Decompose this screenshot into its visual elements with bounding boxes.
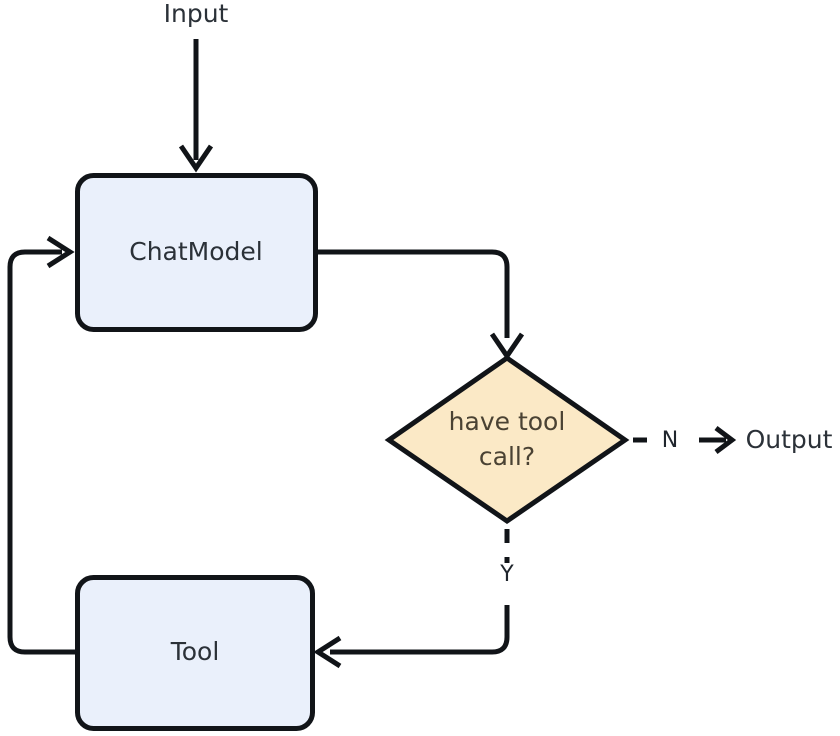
edge-tool-to-chatmodel-line [7, 249, 76, 655]
node-chat-model-shape[interactable] [75, 173, 318, 332]
node-decision-have-tool-call[interactable]: have tool call? [384, 354, 630, 525]
node-chat-model[interactable]: ChatModel [75, 173, 318, 332]
edge-tool-to-chatmodel [7, 235, 76, 655]
node-decision-label-line2: call? [479, 442, 535, 471]
edge-chatmodel-to-decision-line [318, 249, 510, 338]
edge-to-output [699, 426, 737, 454]
edge-decision-yes-line [330, 605, 510, 655]
edge-chatmodel-to-decision [318, 249, 525, 361]
edge-decision-yes: Y [313, 529, 514, 669]
node-tool[interactable]: Tool [75, 575, 315, 731]
node-output-label: Output [746, 425, 833, 454]
node-tool-shape[interactable] [75, 575, 315, 731]
node-chat-model-label: ChatModel [129, 237, 262, 266]
edge-to-output-arrowhead [714, 426, 737, 454]
node-decision-label-line1: have tool [449, 407, 566, 436]
node-input-label: Input [164, 0, 229, 28]
node-tool-label: Tool [170, 637, 220, 666]
edge-input-to-chatmodel [178, 39, 214, 173]
edge-decision-no-label: N [662, 428, 678, 453]
edge-input-to-chatmodel-arrowhead [178, 144, 214, 173]
edge-decision-yes-arrowhead [313, 635, 342, 669]
edge-tool-to-chatmodel-arrowhead [46, 235, 75, 269]
node-decision-shape[interactable] [384, 354, 630, 525]
edge-decision-yes-label: Y [499, 562, 514, 587]
edge-decision-no: N [633, 428, 678, 453]
